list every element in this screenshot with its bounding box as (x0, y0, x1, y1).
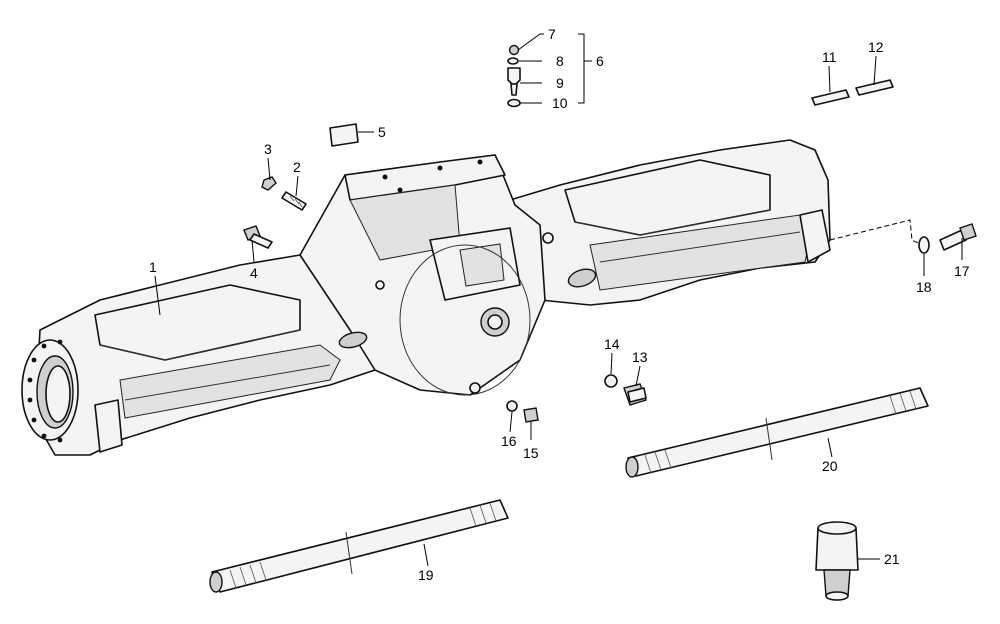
callout-7: 7 (548, 26, 556, 42)
stud-nut-bolt (243, 176, 307, 249)
pin-12 (855, 79, 894, 96)
axle-shaft-20 (625, 387, 929, 478)
breather-assembly (507, 44, 521, 108)
callout-14: 14 (604, 336, 620, 352)
callout-20: 20 (822, 458, 838, 474)
callout-12: 12 (868, 39, 884, 55)
callout-3: 3 (264, 141, 272, 157)
axle-housing (21, 139, 831, 456)
callout-13: 13 (632, 349, 648, 365)
callout-15: 15 (523, 445, 539, 461)
callout-5: 5 (378, 124, 386, 140)
callout-21: 21 (884, 551, 900, 567)
callout-18: 18 (916, 279, 932, 295)
bolt-washer-right (918, 223, 977, 254)
axle-shaft-19 (209, 499, 509, 593)
callout-9: 9 (556, 75, 564, 91)
callout-1: 1 (149, 259, 157, 275)
callout-16: 16 (501, 433, 517, 449)
callout-4: 4 (250, 265, 258, 281)
callout-10: 10 (552, 95, 568, 111)
callout-2: 2 (293, 159, 301, 175)
id-plate (329, 123, 359, 147)
callout-17: 17 (954, 263, 970, 279)
callout-19: 19 (418, 567, 434, 583)
bushing-21 (815, 521, 859, 601)
assembly-line-right (829, 219, 919, 244)
callout-8: 8 (556, 53, 564, 69)
pin-11 (811, 89, 850, 106)
callout-labels: 1 2 3 4 5 6 7 8 9 10 11 12 13 14 15 16 1… (149, 26, 970, 583)
plugs-seals (506, 374, 647, 423)
callout-6: 6 (596, 53, 604, 69)
callout-11: 11 (822, 49, 837, 65)
leader-lines (154, 33, 963, 567)
flange-bolt-holes (27, 339, 63, 443)
